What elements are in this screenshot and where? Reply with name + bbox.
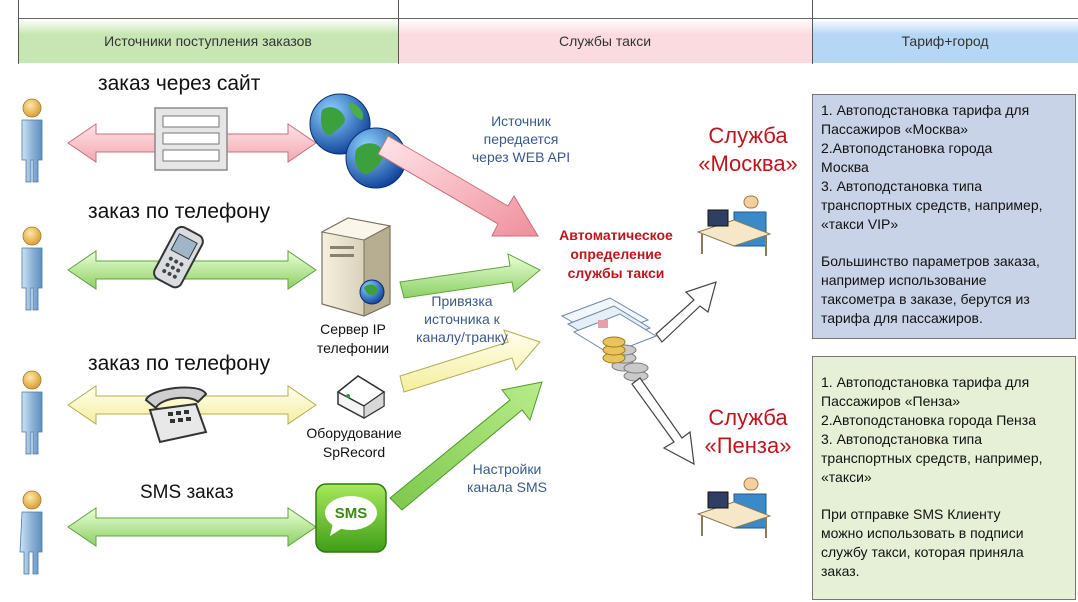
person-icon <box>19 490 43 575</box>
mobile-phone-icon <box>153 225 204 289</box>
arrow-to-moscow <box>655 281 717 343</box>
note-sms-settings: Настройки канала SMS <box>467 461 547 495</box>
sms-icon-label: SMS <box>334 505 368 522</box>
auto-detect-label: Автоматическое определение службы такси <box>559 227 673 281</box>
header-tariff-label: Тариф+город <box>901 33 989 49</box>
header-divider <box>18 0 19 64</box>
web-form-icon <box>154 107 228 171</box>
arrow-to-penza <box>631 377 695 466</box>
double-arrow-green <box>67 250 317 290</box>
operator-desk-icon <box>696 477 772 538</box>
operator-desk-icon <box>696 195 772 256</box>
arrow-sms-to-center <box>389 381 543 511</box>
arrow-ip-to-center <box>399 253 541 299</box>
header-divider <box>398 0 399 64</box>
source-label-sms: SMS заказ <box>140 482 234 503</box>
ip-server-label: Сервер IP телефонии <box>316 321 390 356</box>
header-tariff: Тариф+город <box>812 18 1078 63</box>
documents-coins-icon <box>560 297 658 382</box>
server-icon <box>320 217 392 317</box>
person-icon <box>21 370 43 455</box>
desk-phone-icon <box>144 386 208 444</box>
header-services-label: Службы такси <box>558 33 652 49</box>
source-label-mobile: заказ по телефону <box>88 200 271 223</box>
header-sources: Источники поступления заказов <box>18 18 398 63</box>
header-sources-label: Источники поступления заказов <box>104 33 312 49</box>
note-binding: Привязка источника к каналу/транку <box>416 293 508 345</box>
panel-moscow: 1. Автоподстановка тарифа для Пассажиров… <box>812 94 1076 339</box>
arrow-web-to-center <box>377 135 539 237</box>
source-label-phone: заказ по телефону <box>88 352 271 375</box>
note-web-api: Источник передается через WEB API <box>471 113 571 165</box>
sprecord-device-icon <box>336 375 386 419</box>
header-services: Службы такси <box>398 18 812 63</box>
service-penza-label: Служба «Пенза» <box>704 405 792 458</box>
double-arrow-green <box>67 507 317 547</box>
sms-icon <box>315 483 387 553</box>
panel-penza: 1. Автоподстановка тарифа для Пассажиров… <box>812 356 1076 600</box>
source-label-site: заказ через сайт <box>98 72 261 95</box>
arrow-sprecord-to-center <box>399 329 541 393</box>
person-icon <box>21 226 43 311</box>
sprecord-label: Оборудование SpRecord <box>306 425 402 460</box>
header-divider <box>812 0 813 64</box>
person-icon <box>21 98 43 183</box>
service-moscow-label: Служба «Москва» <box>698 123 798 176</box>
